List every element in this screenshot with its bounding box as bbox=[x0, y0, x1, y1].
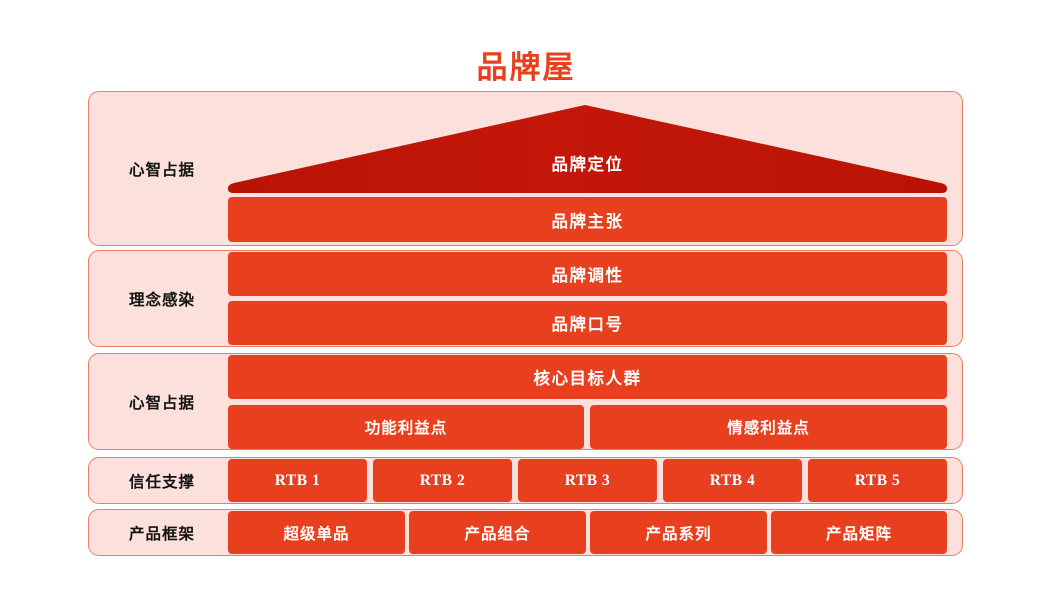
bar-functional-benefit[interactable]: 功能利益点 bbox=[228, 405, 584, 449]
bar-brand-proposition[interactable]: 品牌主张 bbox=[228, 197, 947, 242]
panel-label-row-2: 理念感染 bbox=[128, 291, 195, 309]
bar-super-single-product[interactable]: 超级单品 bbox=[228, 511, 405, 554]
bar-product-matrix[interactable]: 产品矩阵 bbox=[771, 511, 947, 554]
bar-product-series[interactable]: 产品系列 bbox=[590, 511, 767, 554]
bar-brand-slogan[interactable]: 品牌口号 bbox=[228, 301, 947, 345]
panel-label-row-3: 心智占据 bbox=[128, 394, 195, 412]
bar-rtb-4[interactable]: RTB 4 bbox=[663, 459, 802, 502]
bar-rtb-1[interactable]: RTB 1 bbox=[228, 459, 367, 502]
bar-emotional-benefit[interactable]: 情感利益点 bbox=[590, 405, 947, 449]
bar-core-target-audience[interactable]: 核心目标人群 bbox=[228, 355, 947, 399]
panel-label-row-1: 心智占据 bbox=[128, 161, 195, 179]
bar-rtb-3[interactable]: RTB 3 bbox=[518, 459, 657, 502]
bar-brand-tonality[interactable]: 品牌调性 bbox=[228, 252, 947, 296]
bar-rtb-2[interactable]: RTB 2 bbox=[373, 459, 512, 502]
bar-product-combination[interactable]: 产品组合 bbox=[409, 511, 586, 554]
page-title: 品牌屋 bbox=[476, 50, 576, 85]
roof-triangle-shape bbox=[228, 105, 947, 193]
roof-triangle: 品牌定位 bbox=[228, 105, 947, 193]
panel-label-row-5: 产品框架 bbox=[128, 525, 195, 543]
panel-label-row-4: 信任支撑 bbox=[128, 473, 195, 491]
bar-rtb-5[interactable]: RTB 5 bbox=[808, 459, 947, 502]
roof-label: 品牌定位 bbox=[551, 155, 624, 174]
